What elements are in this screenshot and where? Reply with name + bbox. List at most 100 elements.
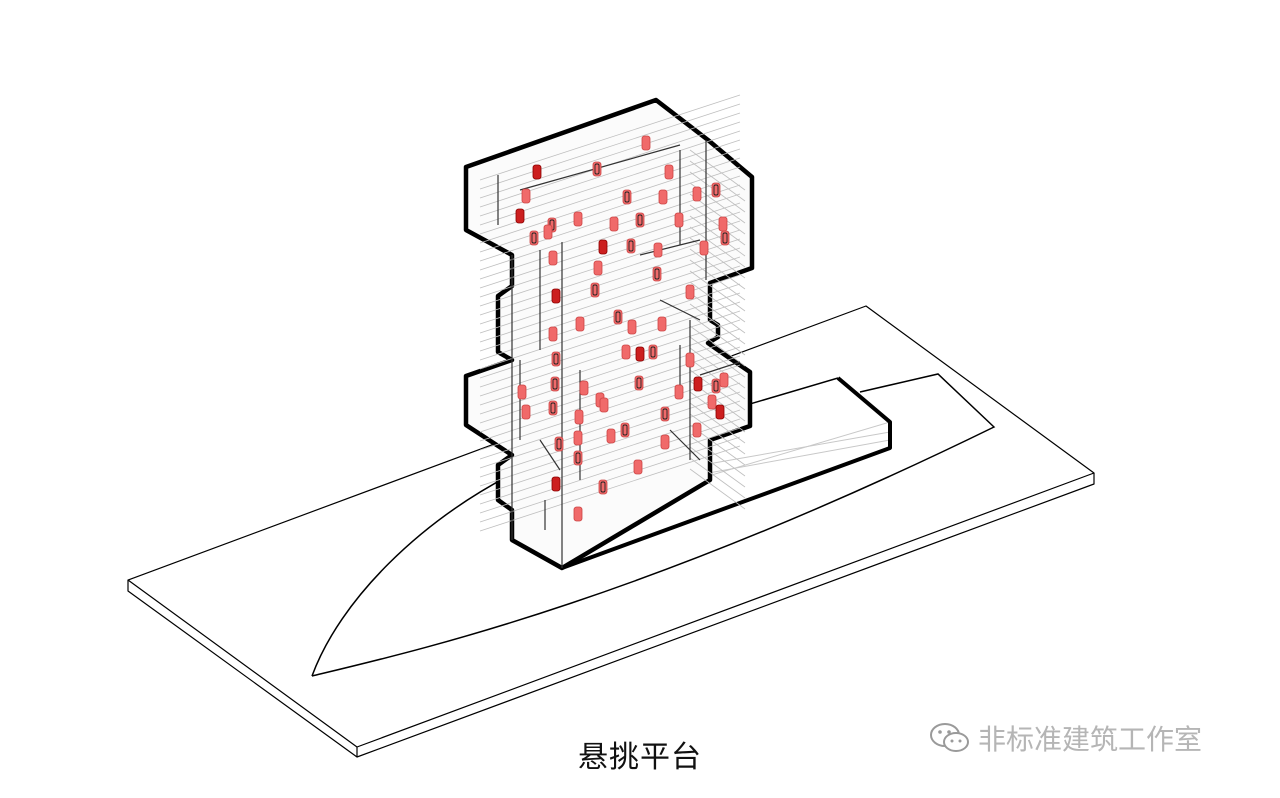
floor-line [689, 226, 746, 268]
red-element [548, 326, 558, 342]
red-element [521, 404, 531, 420]
floor-line [479, 247, 741, 334]
floor-line [689, 292, 746, 334]
red-element [627, 319, 637, 335]
red-element [658, 189, 668, 205]
red-element [707, 394, 717, 410]
floor-line [689, 336, 746, 378]
floor-line [479, 220, 741, 307]
floor-line [479, 256, 741, 343]
caption-label: 悬挑平台 [578, 740, 702, 775]
red-element [699, 240, 709, 256]
red-element [579, 380, 589, 396]
red-element [598, 239, 608, 255]
floor-line [479, 427, 741, 514]
floor-line [479, 436, 741, 523]
red-element [548, 250, 558, 266]
red-elements [515, 135, 730, 522]
floor-line [689, 468, 746, 510]
tower [463, 94, 755, 571]
red-element [657, 316, 667, 332]
floor-line [479, 310, 741, 397]
floor-line [689, 259, 746, 301]
red-element [674, 212, 684, 228]
red-element [685, 352, 695, 368]
red-element [548, 400, 558, 416]
red-element [660, 434, 670, 450]
red-element [674, 384, 684, 400]
red-element [613, 309, 623, 325]
floor-line [479, 238, 741, 325]
red-element [606, 428, 616, 444]
red-element [664, 164, 674, 180]
red-element [521, 188, 531, 204]
red-element [593, 260, 603, 276]
red-element [573, 506, 583, 522]
red-element [554, 436, 564, 452]
red-element [573, 430, 583, 446]
watermark: 非标准建筑工作室 [928, 716, 1202, 760]
red-element [592, 161, 602, 177]
red-element [626, 238, 636, 254]
interior-walls [497, 140, 741, 568]
red-element [719, 372, 729, 388]
red-element [693, 376, 703, 392]
red-element [648, 344, 658, 360]
red-element [598, 479, 608, 495]
red-element [720, 230, 730, 246]
floor-line [479, 112, 741, 199]
floor-line [689, 314, 746, 356]
red-element [635, 346, 645, 362]
floor-line [689, 160, 746, 202]
red-element [715, 404, 725, 420]
red-element [653, 242, 663, 258]
floor-line [689, 402, 746, 444]
red-element [641, 135, 651, 151]
red-element [517, 384, 527, 400]
floor-line [479, 229, 741, 316]
red-element [550, 376, 560, 392]
red-element [574, 409, 584, 425]
red-element [711, 378, 721, 394]
floor-line [479, 157, 741, 244]
floor-line [479, 328, 741, 415]
floor-line [479, 274, 741, 361]
floor-line [689, 435, 746, 477]
red-element [635, 212, 645, 228]
deck-outline [311, 373, 996, 677]
red-element [622, 189, 632, 205]
red-element [609, 216, 619, 232]
floor-line [689, 281, 746, 323]
red-element [575, 316, 585, 332]
floor-line [689, 457, 746, 499]
floor-line [689, 248, 746, 290]
floor-line [689, 237, 746, 279]
floor-line [479, 202, 741, 289]
floor-line [479, 193, 741, 280]
red-element [573, 211, 583, 227]
floor-line [689, 215, 746, 257]
floor-line [479, 94, 741, 181]
red-element [573, 450, 583, 466]
floor-line [479, 103, 741, 190]
floor-line [689, 149, 746, 191]
red-element [634, 375, 644, 391]
red-element [685, 284, 695, 300]
red-element [621, 344, 631, 360]
wechat-icon [930, 723, 969, 752]
floor-line [479, 265, 741, 352]
red-element [551, 476, 561, 492]
red-element [551, 288, 561, 304]
red-element [543, 224, 553, 240]
red-element [620, 422, 630, 438]
red-element [633, 459, 643, 475]
floor-line [689, 446, 746, 488]
red-element [590, 282, 600, 298]
red-element [660, 406, 670, 422]
red-element [692, 186, 702, 202]
red-element [692, 422, 702, 438]
red-element [652, 266, 662, 282]
red-element [551, 351, 561, 367]
floor-line [479, 211, 741, 298]
